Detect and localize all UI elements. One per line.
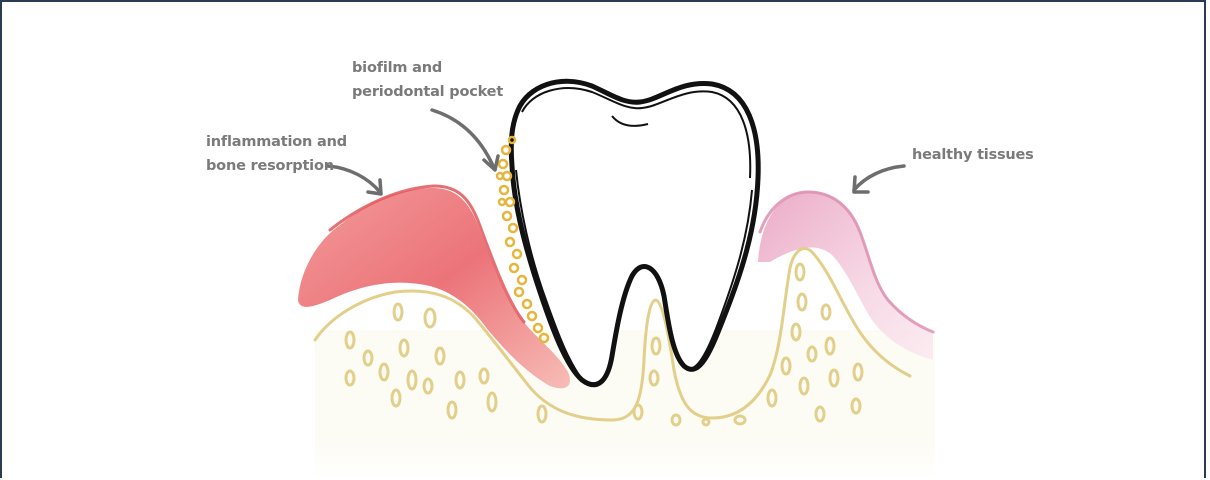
label-inflammation-line2: bone resorption [206, 154, 347, 178]
curved-arrow-icon [432, 110, 498, 170]
label-inflammation-line1: inflammation and [206, 130, 347, 154]
label-healthy-line1: healthy tissues [912, 143, 1034, 167]
label-biofilm: biofilm and periodontal pocket [352, 56, 503, 104]
label-biofilm-line2: periodontal pocket [352, 80, 503, 104]
label-biofilm-line1: biofilm and [352, 56, 503, 80]
curved-arrow-icon [854, 166, 904, 192]
label-healthy: healthy tissues [912, 143, 1034, 167]
label-inflammation: inflammation and bone resorption [206, 130, 347, 178]
bottom-fade [300, 440, 960, 480]
